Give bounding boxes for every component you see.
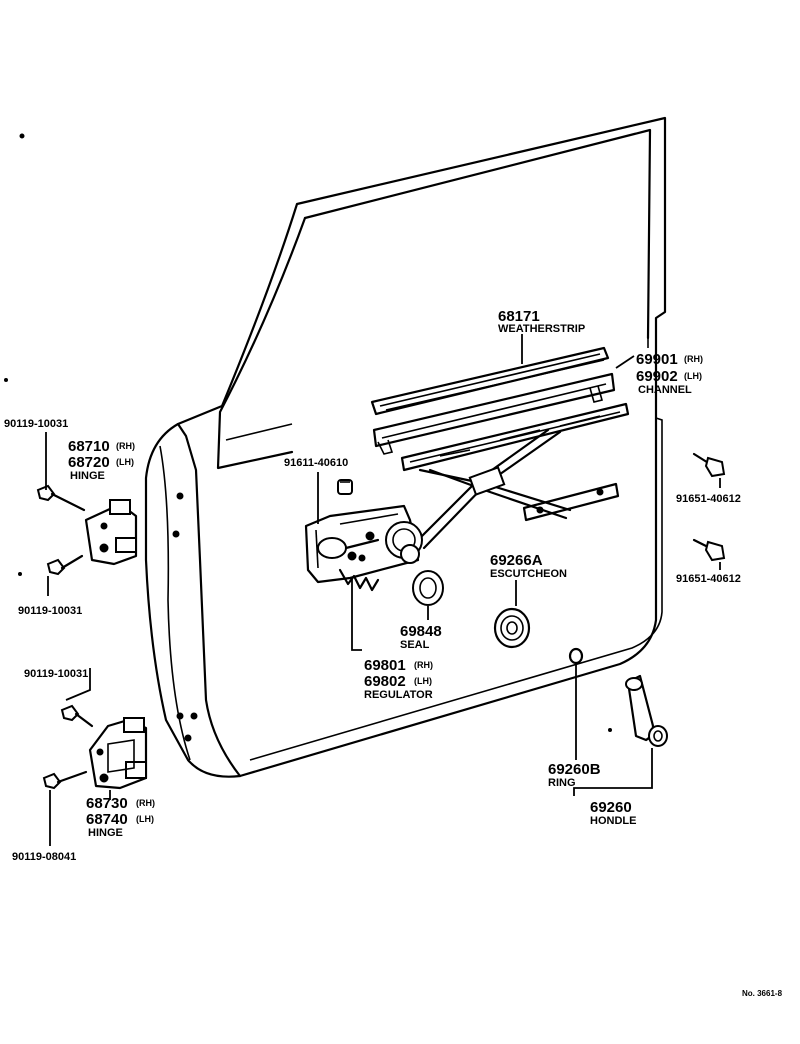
handle-part	[625, 674, 668, 747]
bolt-upper-left-number: 90119-10031	[4, 418, 68, 430]
regulator-name: REGULATOR	[364, 689, 433, 701]
left-bolt-2-part	[46, 554, 84, 576]
lower-hinge-name: HINGE	[88, 827, 123, 839]
left-bolt-1-part	[36, 484, 86, 512]
seal-name: SEAL	[400, 639, 430, 651]
lower-hinge-part	[88, 717, 148, 790]
right-bolt-upper-part	[692, 452, 726, 478]
lower-hinge-number-rh: 68730	[86, 795, 128, 812]
regulator-number-lh: 69802	[364, 673, 406, 690]
bolt-bottom-left-number: 90119-08041	[12, 851, 76, 863]
lower-hinge-suffix-lh: (LH)	[136, 814, 154, 824]
upper-hinge-suffix-rh: (RH)	[116, 441, 135, 451]
channel-suffix-rh: (RH)	[684, 354, 703, 364]
ring-name: RING	[548, 777, 576, 789]
upper-hinge-number-rh: 68710	[68, 438, 110, 455]
door-shell	[144, 116, 667, 778]
ring-number: 69260B	[548, 761, 601, 778]
lower-hinge-number-lh: 68740	[86, 811, 128, 828]
regulator-suffix-lh: (LH)	[414, 676, 432, 686]
weatherstrip-number: 68171	[498, 308, 540, 325]
bolt-right-lower-number: 91651-40612	[676, 573, 741, 585]
channel-name: CHANNEL	[638, 384, 692, 396]
bolt-lower-left-number: 90119-10031	[24, 668, 88, 680]
escutcheon-part	[493, 607, 531, 649]
regulator-bolt-part	[337, 479, 353, 495]
upper-hinge-name: HINGE	[70, 470, 105, 482]
leader-lines	[45, 334, 721, 846]
left-bolt-4-part	[42, 770, 88, 790]
bolt-mid-left-number: 90119-10031	[18, 605, 82, 617]
escutcheon-number: 69266A	[490, 552, 543, 569]
bolt-right-upper-number: 91651-40612	[676, 493, 741, 505]
regulator-number-rh: 69801	[364, 657, 406, 674]
handle-name: HONDLE	[590, 815, 636, 827]
channel-number-lh: 69902	[636, 368, 678, 385]
channel-suffix-lh: (LH)	[684, 371, 702, 381]
left-bolt-3-part	[60, 704, 94, 728]
upper-hinge-number-lh: 68720	[68, 454, 110, 471]
regulator-suffix-rh: (RH)	[414, 660, 433, 670]
upper-hinge-part	[84, 499, 138, 566]
regulator-bolt-number: 91611-40610	[284, 457, 348, 469]
upper-hinge-suffix-lh: (LH)	[116, 457, 134, 467]
regulator-part	[304, 402, 630, 592]
escutcheon-name: ESCUTCHEON	[490, 568, 567, 580]
seal-part	[412, 570, 444, 606]
seal-number: 69848	[400, 623, 442, 640]
right-bolt-lower-part	[692, 538, 726, 562]
page-code: No. 3661-8	[742, 989, 783, 998]
weatherstrip-name: WEATHERSTRIP	[498, 323, 585, 335]
channel-part	[372, 372, 616, 455]
lower-hinge-suffix-rh: (RH)	[136, 798, 155, 808]
handle-number: 69260	[590, 799, 632, 816]
ring-part	[568, 647, 584, 665]
weatherstrip-part	[370, 346, 610, 416]
channel-number-rh: 69901	[636, 351, 678, 368]
